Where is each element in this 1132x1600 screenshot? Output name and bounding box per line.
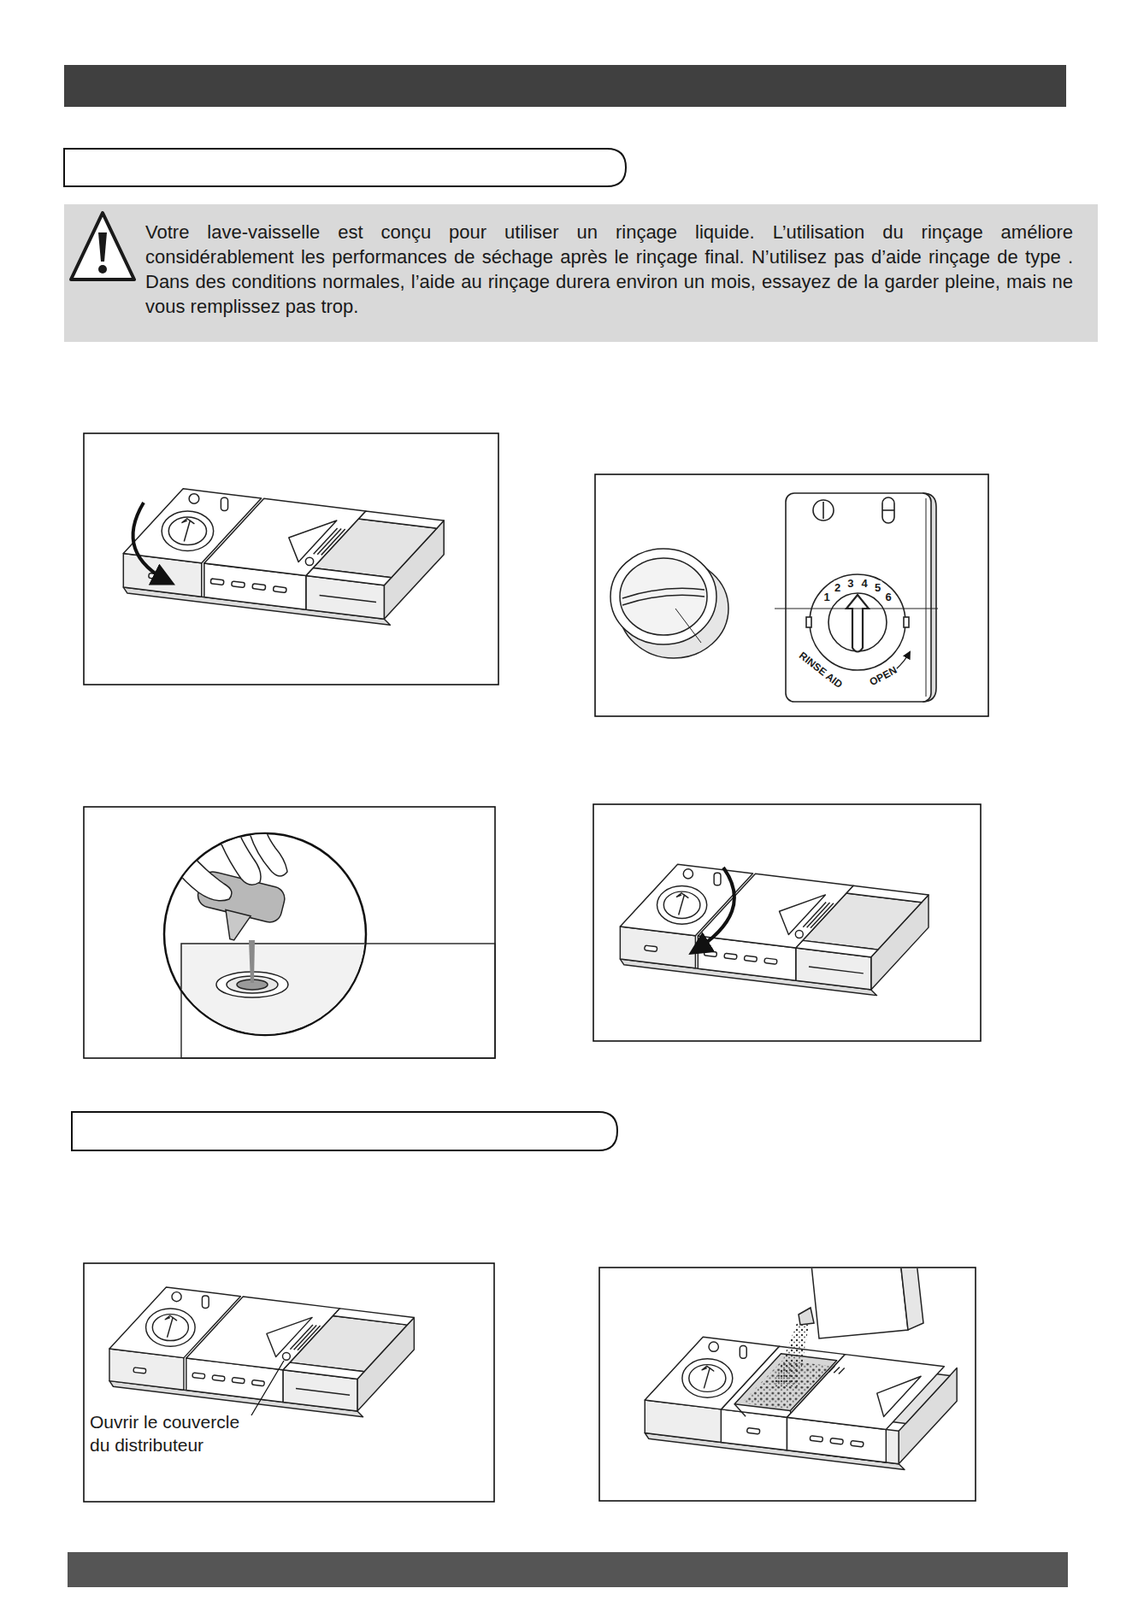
dial-panel xyxy=(809,574,906,671)
dial-panel xyxy=(806,617,812,628)
dispenser-figure xyxy=(123,489,444,625)
dispenser-figure xyxy=(692,867,735,953)
filling-figure xyxy=(162,820,387,1064)
dispenser-figure xyxy=(123,489,444,625)
warning-icon xyxy=(98,232,107,262)
dispenser-figure xyxy=(109,1287,414,1418)
section-header xyxy=(71,1112,618,1151)
dial-panel xyxy=(896,652,910,670)
dial-number: 4 xyxy=(860,576,869,590)
dispenser-figure xyxy=(133,502,171,584)
dial-number: 2 xyxy=(833,581,842,595)
figure-frame xyxy=(83,433,499,685)
detergent-figure xyxy=(899,1268,924,1331)
filling-figure xyxy=(218,910,251,944)
figure-frame xyxy=(83,1263,495,1503)
rinse-cap xyxy=(610,548,717,645)
figure-frame xyxy=(83,433,989,1503)
dial-number: 5 xyxy=(873,581,882,595)
callout-label: Ouvrir le couvercle du distributeur xyxy=(89,1410,257,1457)
dial-number: 1 xyxy=(822,590,831,604)
filling-figure xyxy=(249,827,288,877)
filling-figure xyxy=(162,833,232,902)
dial-panel xyxy=(846,595,869,653)
dial-panel xyxy=(903,617,909,628)
figure-frame xyxy=(593,804,981,1042)
rinse-cap xyxy=(675,608,702,643)
rinse-cap xyxy=(610,548,729,659)
dispenser-figure xyxy=(619,864,929,996)
filling-figure xyxy=(213,820,261,885)
dial-panel xyxy=(774,493,938,702)
rinse-cap xyxy=(622,588,705,599)
dial-marking: RINSE AID xyxy=(795,648,846,691)
dial-panel xyxy=(785,493,932,702)
dial-panel xyxy=(828,593,887,652)
detergent-figure xyxy=(810,1268,908,1339)
dial-panel xyxy=(882,509,895,512)
detergent-figure xyxy=(798,1308,814,1326)
header-bar xyxy=(64,64,1067,107)
rinse-cap xyxy=(622,595,705,606)
dial-number: 3 xyxy=(846,576,855,590)
filling-figure xyxy=(162,820,496,1064)
detergent-figure xyxy=(772,1323,809,1387)
dispenser-figure xyxy=(619,864,929,996)
dispenser-figure xyxy=(109,1287,414,1418)
dispenser-figure xyxy=(251,1361,284,1416)
warning-text: Votre lave-vaisselle est conçu pour util… xyxy=(145,219,1074,319)
dial-marking: OPEN xyxy=(866,663,900,689)
section-header xyxy=(64,148,626,187)
warning-icon xyxy=(70,212,135,280)
dial-panel xyxy=(882,497,895,524)
warning-icon xyxy=(70,212,135,280)
warning-icon xyxy=(98,265,107,274)
dial-panel xyxy=(822,501,825,519)
filling-figure xyxy=(181,943,387,1064)
dial-panel xyxy=(925,498,927,697)
figure-frame xyxy=(595,474,989,717)
warning-box: Votre lave-vaisselle est conçu pour util… xyxy=(64,204,1098,342)
detergent-figure xyxy=(772,1268,924,1387)
detergent-figure xyxy=(644,1253,957,1471)
footer-bar xyxy=(67,1552,1068,1588)
filling-figure xyxy=(248,940,255,984)
dial-panel xyxy=(813,500,834,521)
rinse-cap xyxy=(619,558,708,636)
dial-number: 6 xyxy=(884,590,892,604)
dial-panel xyxy=(774,608,938,610)
